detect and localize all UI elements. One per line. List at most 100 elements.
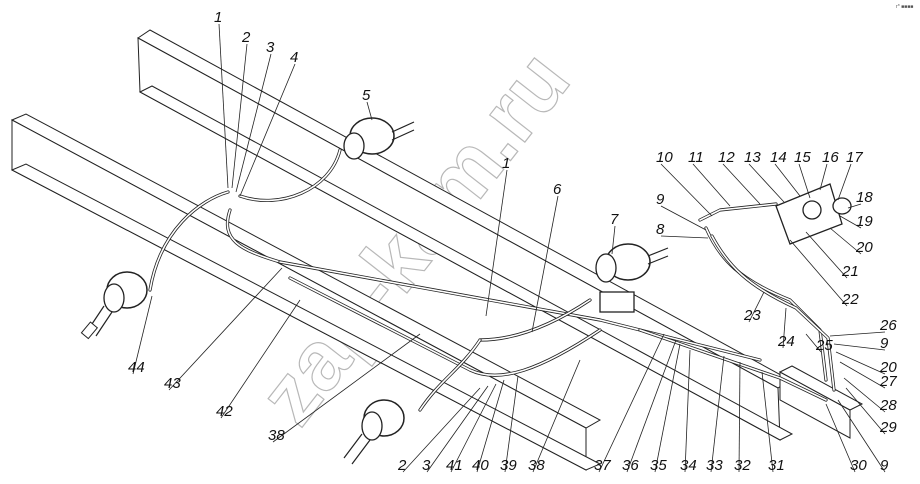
callout-leader-14 [774,163,801,197]
callout-number-3: 3 [266,39,275,56]
callout-number-40: 40 [472,457,489,474]
callout-number-38: 38 [528,457,545,474]
callout-leader-38 [272,333,421,443]
pipe-lines [148,148,836,412]
callout-number-9: 9 [656,191,665,208]
callout-number-35: 35 [650,457,667,474]
callout-number-14: 14 [770,149,787,166]
callout-number-23: 23 [743,307,761,324]
callout-leader-20 [829,227,862,255]
callout-leader-32 [738,361,741,473]
callout-leader-44 [132,295,153,375]
callout-leader-10 [660,163,713,217]
callout-leader-33 [710,355,725,473]
callout-leader-7 [611,225,616,255]
callout-number-16: 16 [822,149,839,166]
callout-leader-27 [839,361,886,389]
callout-leader-3 [426,385,489,473]
callout-leader-26 [829,331,886,337]
callout-number-7: 7 [610,211,619,228]
brake-chamber-rear-left [343,399,405,465]
callout-number-17: 17 [846,149,863,166]
callout-number-20: 20 [879,359,897,376]
callout-leader-1 [218,23,229,189]
callout-leader-35 [654,343,681,473]
callout-leader-6 [531,195,559,333]
callout-number-41: 41 [446,457,463,474]
callout-leader-17 [837,163,852,201]
callout-leader-19 [839,215,862,229]
callout-leader-36 [626,339,677,473]
callout-leader-5 [366,101,373,121]
callout-number-25: 25 [815,337,833,354]
callout-number-27: 27 [879,373,897,390]
callout-leader-2 [402,387,481,473]
callout-number-42: 42 [216,403,233,420]
callout-leader-16 [819,163,828,191]
callout-leader-29 [845,387,886,435]
callout-number-2: 2 [241,29,251,46]
brake-chamber-front-left [80,271,148,340]
callout-leader-12 [722,163,761,205]
callout-leader-24 [782,307,787,349]
callout-leader-25 [805,333,822,353]
callout-number-38: 38 [268,427,285,444]
callout-number-6: 6 [553,181,562,198]
callout-number-37: 37 [594,457,611,474]
callout-number-8: 8 [656,221,665,238]
callout-leader-15 [798,163,811,199]
control-valve [775,183,852,245]
corner-mark: г* ■■■■ [896,4,913,10]
callout-leader-18 [847,203,862,209]
brake-chamber-rear-right [595,243,669,283]
callout-leader-21 [805,231,848,279]
callout-number-3: 3 [422,457,431,474]
callout-leader-23 [748,291,765,323]
callout-number-11: 11 [688,149,704,166]
callout-leader-38 [532,359,581,473]
callout-number-44: 44 [128,359,145,376]
callout-leader-34 [684,349,691,473]
callout-number-9: 9 [880,335,889,352]
callout-leader-41 [450,383,497,473]
callout-leader-28 [843,377,886,413]
callout-leader-20 [835,351,886,375]
callout-number-43: 43 [164,375,181,392]
callout-number-33: 33 [706,457,723,474]
callout-number-30: 30 [850,457,867,474]
callout-number-29: 29 [879,419,897,436]
callout-leader-9 [833,343,886,351]
callout-number-24: 24 [777,333,795,350]
callout-number-32: 32 [734,457,751,474]
callout-number-19: 19 [856,213,873,230]
callout-number-26: 26 [879,317,897,334]
callout-number-1: 1 [502,155,510,172]
callout-number-31: 31 [768,457,785,474]
callout-leader-22 [789,239,848,307]
callout-leader-42 [220,299,301,419]
callout-leader-31 [761,371,774,473]
callout-number-39: 39 [500,457,517,474]
callout-number-15: 15 [794,149,811,166]
callout-leader-1 [485,169,508,317]
callout-leader-40 [476,379,505,473]
callout-leader-39 [504,375,519,473]
callout-number-22: 22 [841,291,859,308]
callout-leader-2 [231,43,248,189]
relay-valve [599,291,635,313]
callout-number-2: 2 [397,457,407,474]
callout-leader-3 [235,53,272,193]
callout-leader-13 [748,163,785,203]
callout-number-20: 20 [855,239,873,256]
callout-leader-9 [660,205,707,231]
callout-number-12: 12 [718,149,735,166]
callout-leader-11 [692,163,731,207]
callout-number-18: 18 [856,189,873,206]
callout-number-21: 21 [841,263,859,280]
callout-number-36: 36 [622,457,639,474]
callout-number-4: 4 [290,49,298,66]
callout-leader-8 [660,235,709,239]
callout-number-5: 5 [362,87,371,104]
